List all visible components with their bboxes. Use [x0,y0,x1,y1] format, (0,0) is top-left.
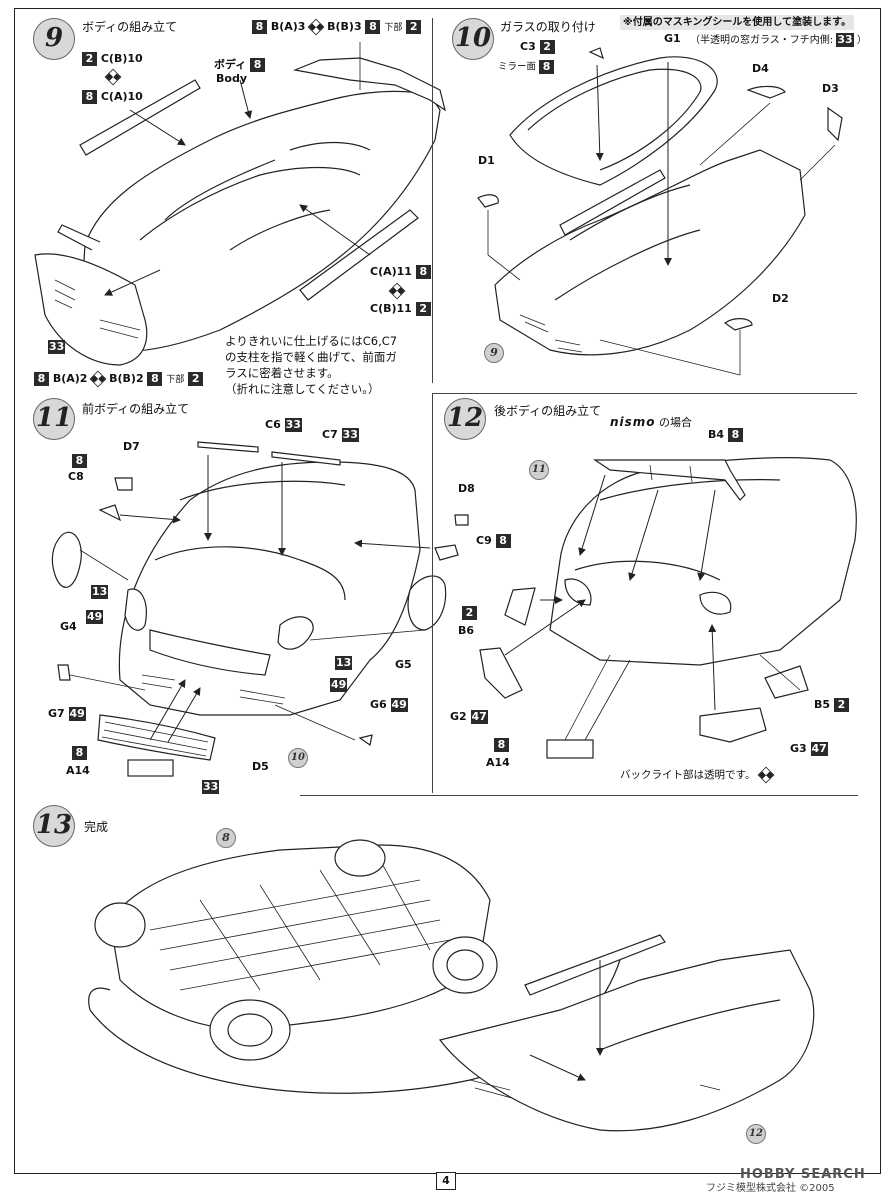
step12-rear-drawing [479,457,857,759]
step9-label-body: ボディ 8 [214,58,266,72]
step12-label-g3: G3 47 [790,742,828,756]
step13-ref-12: 12 [746,1124,766,1144]
clear-parts-icon [757,766,775,784]
clear-icon-9b [388,282,406,300]
page-number: 4 [436,1172,456,1190]
nismo-logo: nismo [610,415,656,429]
step11-badge-8-a14: 8 [72,746,87,760]
step10-ref-9: 9 [484,343,504,363]
step9-label-ca10: 8 C(A)10 [82,90,143,104]
step12-title: 後ボディの組み立て [494,404,602,418]
step9-badge-33: 33 [48,340,66,354]
step11-label-d5: D5 [252,760,269,773]
divider-horizontal-lower [300,795,858,796]
clear-parts-icon [104,68,122,86]
step9-label-body-en: Body [216,72,247,85]
step10-glass-drawing [477,47,843,376]
step12-badge-8-a14: 8 [494,738,509,752]
step13-complete-drawing [88,839,815,1132]
step11-badge-8-c8: 8 [72,454,87,468]
step11-badge-13-right: 13 [335,656,353,670]
step11-label-c8: C8 [68,470,84,483]
step13-ref-8: 8 [216,828,236,848]
step11-badge-49-right: 49 [330,678,348,692]
step11-label-g5: G5 [395,658,412,671]
footer-company: フジミ模型株式会社 ©2005 [706,1183,835,1194]
step10-label-d3: D3 [822,82,839,95]
footer-watermark: HOBBY SEARCH [740,1167,866,1182]
step10-label-mirror: ミラー面 8 [498,60,555,74]
step11-title: 前ボディの組み立て [82,402,190,416]
step10-label-c3: C3 2 [520,40,555,54]
step11-label-g7: G7 49 [48,707,86,721]
step12-label-b4: B4 8 [708,428,743,442]
step12-number: 12 [444,398,486,440]
step9-label-cb11: C(B)11 2 [370,302,431,316]
step11-badge-33: 33 [202,780,220,794]
step11-label-c6: C6 33 [265,418,302,432]
step11-label-c7: C7 33 [322,428,359,442]
step12-backlight-note: バックライト部は透明です。 [620,766,775,784]
step9-title: ボディの組み立て [82,20,178,34]
step9-body-drawing [34,42,446,366]
step11-front-drawing [51,441,469,777]
step12-label-b5: B5 2 [814,698,849,712]
assembly-tip: よりきれいに仕上げるにはC6,C7 の支柱を指で軽く曲げて、前面ガ ラスに密着さ… [225,334,398,396]
step9-label-ba2-bb2: 8 B(A)2 B(B)2 8 下部 2 [34,370,204,388]
clear-parts-icon [388,282,406,300]
step11-label-d7: D7 [123,440,140,453]
step11-badge-13-left: 13 [91,585,109,599]
step9-label-ba3-bb3: 8 B(A)3 B(B)3 8 下部 2 [252,18,422,36]
step12-badge-2-b6: 2 [462,606,477,620]
step10-window-note: （半透明の窓ガラス・フチ内側: 33 ） [690,33,867,47]
clear-icon-9a [104,68,122,86]
clear-parts-icon [89,370,107,388]
step10-number: 10 [452,18,494,60]
divider-vertical-top [432,18,433,383]
step11-label-d8: D8 [458,482,475,495]
step12-label-b6: B6 [458,624,475,637]
step11-ref-10: 10 [288,748,308,768]
step12-ref-11: 11 [529,460,549,480]
step11-label-g4: G4 [60,620,77,633]
step12-label-a14: A14 [486,756,510,769]
step11-number: 11 [33,398,75,440]
step9-label-ca11: C(A)11 8 [370,265,431,279]
step12-nismo-case: nismo の場合 [610,415,693,430]
step10-label-d4: D4 [752,62,769,75]
step9-label-cb10: 2 C(B)10 [82,52,143,66]
clear-parts-icon [307,18,325,36]
step10-label-g1: G1 [664,32,681,45]
step11-label-a14: A14 [66,764,90,777]
step10-label-d2: D2 [772,292,789,305]
divider-horizontal-upper [432,393,857,394]
step11-badge-49-left: 49 [86,610,104,624]
badge-2: 2 [82,52,97,66]
step10-masking-note: ※付属のマスキングシールを使用して塗装します。 [620,15,855,30]
step13-number: 13 [33,805,75,847]
divider-vertical-middle [432,393,433,793]
step9-number: 9 [33,18,75,60]
step11-label-g6: G6 49 [370,698,408,712]
step11-label-c9: C9 8 [476,534,511,548]
step10-title: ガラスの取り付け [500,20,596,34]
step13-title: 完成 [84,820,109,834]
step12-label-g2: G2 47 [450,710,488,724]
step10-label-d1: D1 [478,154,495,167]
